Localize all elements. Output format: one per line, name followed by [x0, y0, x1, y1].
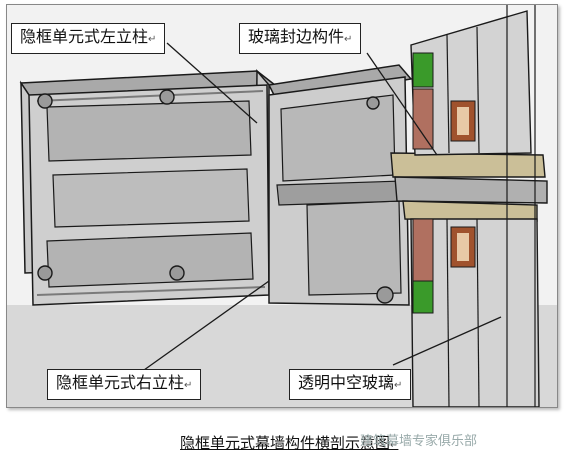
label-left-mullion-text: 隐框单元式左立柱	[20, 27, 149, 46]
label-glass-edge: 玻璃封边构件↵	[239, 23, 362, 54]
right-chamber-lower	[306, 200, 402, 296]
leader-right-mullion	[136, 280, 270, 376]
left-chamber-upper	[46, 100, 252, 162]
leader-insulating-glass	[392, 316, 502, 366]
left-chamber-middle	[52, 168, 250, 228]
gasket-lower-brown	[412, 218, 434, 282]
section-drawing	[7, 5, 557, 407]
left-chamber-lower	[46, 232, 254, 288]
center-adaptor	[394, 176, 548, 204]
right-mid-web	[276, 180, 404, 206]
figure-caption: 隐框单元式幕墙构件横剖示意图↵	[180, 432, 398, 453]
leader-glass-edge	[366, 52, 438, 156]
label-glass-edge-text: 玻璃封边构件	[248, 27, 345, 46]
label-insulating-glass-text: 透明中空玻璃	[298, 373, 395, 392]
leader-left-mullion	[166, 42, 258, 124]
label-right-mullion-text: 隐框单元式右立柱	[56, 373, 185, 392]
screw-port-right	[376, 286, 394, 304]
screw-port-left-top	[37, 93, 53, 109]
screw-port-left-bottom2	[169, 265, 185, 281]
gasket-upper-brown	[412, 88, 434, 150]
illustration-frame: 隐框单元式左立柱↵ 玻璃封边构件↵ 隐框单元式右立柱↵ 透明中空玻璃↵	[6, 4, 558, 408]
glass-edge-connector-lower	[402, 200, 538, 222]
label-left-mullion: 隐框单元式左立柱↵	[11, 23, 166, 54]
figure-caption-text: 隐框单元式幕墙构件横剖示意图	[180, 434, 391, 452]
watermark: 建筑幕墙专家俱乐部	[360, 434, 478, 449]
return-mark: ↵	[344, 34, 353, 45]
screw-port-left-bottom	[37, 265, 53, 281]
glass-edge-connector	[390, 152, 546, 178]
return-mark: ↵	[390, 440, 399, 451]
right-chamber-upper	[280, 94, 396, 182]
screw-port-right-top	[366, 96, 380, 110]
label-right-mullion: 隐框单元式右立柱↵	[47, 369, 202, 400]
screw-port-left-top2	[159, 89, 175, 105]
label-insulating-glass: 透明中空玻璃↵	[289, 369, 412, 400]
gasket-upper	[412, 52, 434, 88]
return-mark: ↵	[394, 380, 403, 391]
return-mark: ↵	[184, 380, 193, 391]
gasket-lower	[412, 280, 434, 314]
return-mark: ↵	[148, 34, 157, 45]
